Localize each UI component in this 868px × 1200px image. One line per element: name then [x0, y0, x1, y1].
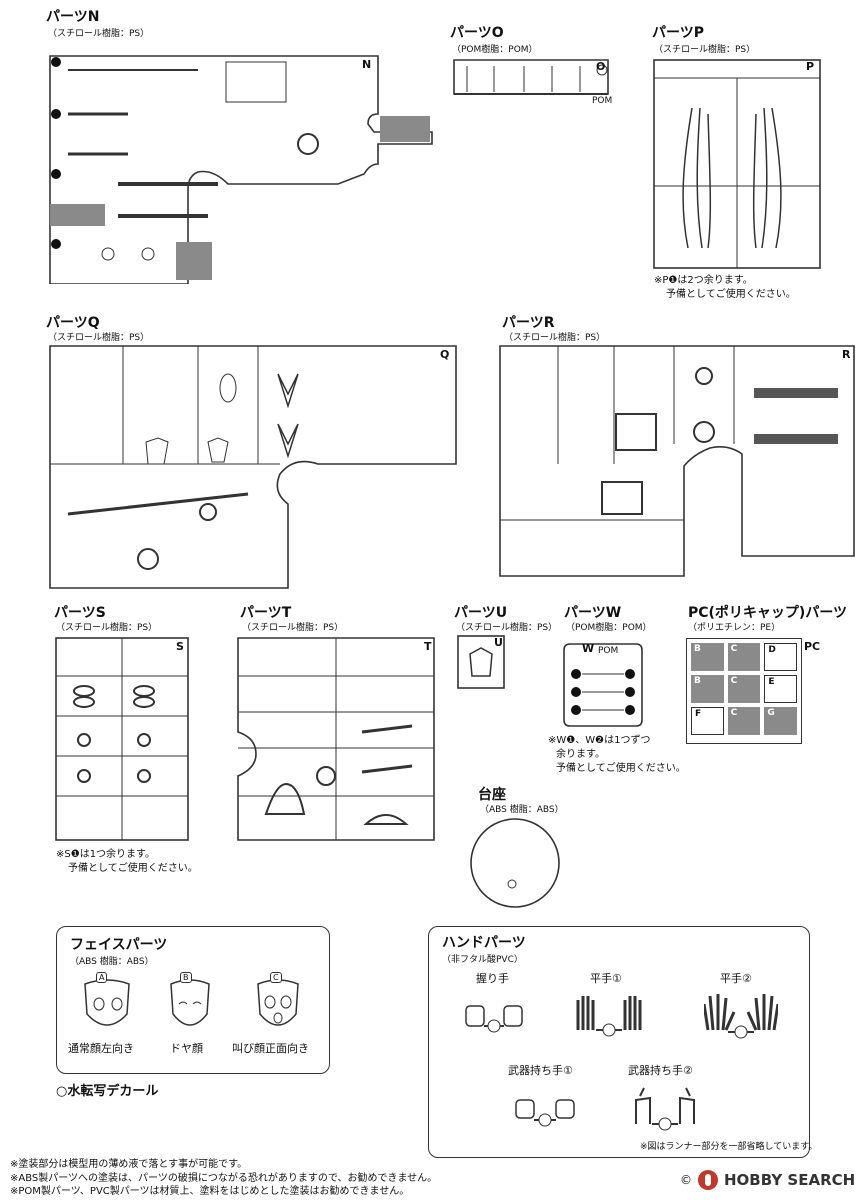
hand-c-label: 平手② — [720, 972, 752, 985]
face-item-b: B — [160, 972, 220, 1042]
parts-p-note-1: ※P❶は2つ余ります。 — [654, 275, 753, 286]
parts-s-note-1: ※S❶は1つ余ります。 — [56, 849, 156, 860]
pc-cell: D — [764, 643, 797, 671]
parts-s-note-2: 予備としてご使用ください。 — [68, 863, 198, 874]
hand-b-icon — [576, 996, 642, 1037]
pc-cell: C — [727, 643, 761, 671]
runner-r-diagram — [499, 345, 855, 577]
parts-w-title: パーツW — [564, 605, 622, 621]
parts-w-note-3: 予備としてご使用ください。 — [556, 763, 686, 774]
stand-title: 台座 — [478, 787, 506, 803]
decal-label: ○水転写デカール — [56, 1084, 159, 1099]
parts-u-material: （スチロール樹脂：PS） — [456, 623, 558, 633]
parts-w-code: POM — [598, 646, 619, 656]
face-b-label: ドヤ顔 — [170, 1042, 203, 1055]
runner-q-diagram — [49, 345, 457, 589]
runner-o-diagram — [453, 59, 609, 95]
parts-w-note-1: ※W❶、W❷は1つずつ — [548, 735, 651, 746]
parts-q-title: パーツQ — [46, 315, 100, 331]
pc-cell: B — [691, 675, 724, 703]
hand-a-label: 握り手 — [476, 972, 509, 985]
parts-w-note-2: 余ります。 — [556, 749, 605, 760]
parts-q-corner-label: Q — [440, 348, 450, 361]
parts-n-title: パーツN — [46, 9, 100, 25]
face-c-label: 叫び顔正面向き — [232, 1042, 309, 1055]
parts-s-corner-label: S — [176, 640, 184, 653]
watermark: © HOBBY SEARCH — [680, 1170, 855, 1190]
parts-w-corner-label: W — [582, 642, 595, 655]
parts-q-material: （スチロール樹脂：PS） — [48, 333, 150, 343]
face-a-letter: A — [96, 972, 108, 983]
parts-p-corner-label: P — [806, 60, 815, 73]
parts-u-corner-label: U — [494, 636, 503, 649]
hand-c-icon — [704, 994, 778, 1039]
pc-cell: C — [727, 707, 761, 735]
hand-parts-note: ※図はランナー部分を一部省略しています。 — [640, 1142, 818, 1152]
hand-d-label: 武器持ち手① — [508, 1064, 573, 1077]
pc-cell: E — [764, 675, 797, 703]
parts-o-material: （POM樹脂：POM） — [452, 45, 538, 55]
parts-t-title: パーツT — [240, 605, 292, 621]
face-c-icon — [257, 979, 299, 1026]
parts-n-corner-label: N — [362, 58, 372, 71]
parts-s-title: パーツS — [54, 605, 106, 621]
brand-name: HOBBY SEARCH — [724, 1171, 856, 1189]
hand-e-label: 武器持ち手② — [628, 1064, 693, 1077]
parts-t-corner-label: T — [424, 640, 432, 653]
parts-p-title: パーツP — [652, 25, 704, 41]
parts-o-code: POM — [592, 96, 613, 106]
parts-o-title: パーツO — [450, 25, 504, 41]
parts-r-material: （スチロール樹脂：PS） — [504, 333, 606, 343]
stand-material: （ABS 樹脂：ABS） — [480, 805, 564, 815]
face-a-icon — [84, 979, 130, 1026]
pc-cell: C — [727, 675, 761, 703]
footer-note-2: ※ABS製パーツへの塗装は、パーツの破損につながる恐れがありますので、お勧めでき… — [10, 1173, 438, 1184]
runner-n-diagram — [49, 55, 433, 284]
face-parts-title: フェイスパーツ — [70, 937, 168, 953]
face-item-a: A — [72, 972, 142, 1042]
face-b-letter: B — [180, 972, 192, 983]
parts-pc-material: （ポリエチレン：PE） — [688, 623, 781, 633]
parts-n-material: （スチロール樹脂：PS） — [48, 29, 150, 39]
hand-d-icon — [515, 1099, 575, 1127]
runner-s-diagram — [55, 637, 189, 841]
copyright-symbol: © — [680, 1173, 692, 1187]
hand-parts-title: ハンドパーツ — [442, 935, 526, 951]
runner-u-diagram — [457, 635, 505, 689]
runner-w-diagram — [563, 643, 643, 727]
face-parts-material: （ABS 樹脂：ABS） — [70, 957, 154, 967]
parts-p-material: （スチロール樹脂：PS） — [654, 45, 756, 55]
hand-parts-box — [428, 926, 810, 1158]
face-b-icon — [170, 979, 210, 1026]
footer-note-3: ※POM製パーツ、PVC製パーツは材質上、塗料をはじめとした塗装はお勧めできませ… — [10, 1186, 410, 1197]
parts-p-note-2: 予備としてご使用ください。 — [666, 289, 796, 300]
stand-diagram — [470, 818, 560, 908]
face-c-letter: C — [270, 972, 282, 983]
parts-r-corner-label: R — [842, 348, 851, 361]
hand-parts-material: （非フタル酸PVC） — [442, 955, 523, 965]
hand-a-icon — [465, 1005, 523, 1033]
parts-u-title: パーツU — [454, 605, 508, 621]
pc-cell: G — [764, 707, 797, 735]
runner-t-diagram — [237, 637, 435, 841]
pc-cell: F — [691, 707, 724, 735]
parts-o-corner-label: O — [596, 60, 606, 73]
face-parts-box — [56, 926, 330, 1074]
footer-note-1: ※塗装部分は模型用の薄め液で落とす事が可能です。 — [10, 1159, 248, 1170]
runner-pc-diagram: B C D B C E F C G — [686, 638, 802, 744]
face-item-c: C — [248, 972, 308, 1042]
parts-s-material: （スチロール樹脂：PS） — [56, 623, 158, 633]
parts-w-material: （POM樹脂：POM） — [566, 623, 652, 633]
parts-pc-corner-label: PC — [804, 640, 821, 653]
parts-pc-title: PC(ポリキャップ)パーツ — [688, 605, 848, 621]
runner-p-diagram — [653, 59, 821, 269]
pc-cell: B — [691, 643, 724, 671]
parts-t-material: （スチロール樹脂：PS） — [242, 623, 344, 633]
parts-r-title: パーツR — [502, 315, 555, 331]
brand-logo-icon — [698, 1170, 718, 1190]
hand-e-icon — [635, 1087, 695, 1131]
hand-b-label: 平手① — [590, 972, 622, 985]
face-a-label: 通常顔左向き — [68, 1042, 134, 1055]
